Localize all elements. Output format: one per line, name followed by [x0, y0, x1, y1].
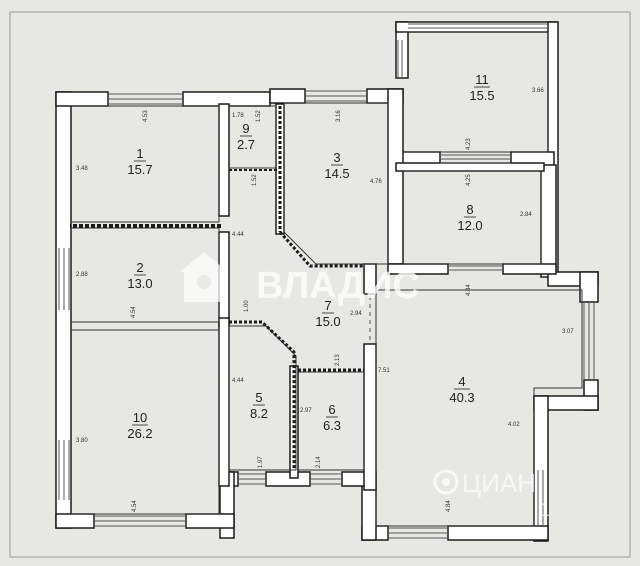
dimension-label: 1.52 — [252, 174, 258, 186]
room-8-number: 8 — [466, 202, 473, 217]
dimension-label: 2.13 — [335, 354, 341, 366]
room-5-area: 8.2 — [250, 406, 268, 421]
dimension-label: 7.51 — [378, 368, 390, 374]
dimension-label: 3.07 — [562, 329, 574, 335]
dimension-label: 4.44 — [232, 232, 244, 238]
room-2-area: 13.0 — [127, 276, 152, 291]
room-10-number: 10 — [133, 410, 147, 425]
dimension-label: 4.84 — [466, 284, 472, 296]
room-7-area: 15.0 — [315, 314, 340, 329]
dimension-label: 4.44 — [232, 378, 244, 384]
room-7-number: 7 — [324, 298, 331, 313]
room-10-area: 26.2 — [127, 426, 152, 441]
room-10-label: 10 26.2 — [127, 410, 152, 441]
room-2-number: 2 — [136, 260, 143, 275]
room-2-label: 2 13.0 — [127, 260, 152, 291]
room-8-label: 8 12.0 — [457, 202, 482, 233]
room-4-number: 4 — [458, 374, 465, 389]
dimension-label: 2.84 — [520, 212, 532, 218]
room-1-area: 15.7 — [127, 162, 152, 177]
dimension-label: 4.54 — [131, 306, 137, 318]
cian-watermark: ЦИАН 1 — [433, 468, 551, 521]
room-3-area: 14.5 — [324, 166, 349, 181]
room-labels: 1 15.7 2 13.0 3 14.5 4 40.3 5 8.2 6 6.3 — [127, 72, 494, 441]
dimension-label: 3.80 — [76, 438, 88, 444]
cian-watermark-id: 1 — [540, 499, 551, 521]
room-4-area: 40.3 — [449, 390, 474, 405]
dimension-label: 4.53 — [143, 110, 149, 122]
room-7-label: 7 15.0 — [315, 298, 340, 329]
cian-logo-icon — [433, 469, 459, 495]
room-1-label: 1 15.7 — [127, 146, 152, 177]
dimension-label: 2.97 — [300, 408, 312, 414]
room-5-number: 5 — [255, 390, 262, 405]
dimension-label: 1.97 — [258, 456, 264, 468]
dimension-label: 1.00 — [244, 300, 250, 312]
room-9-label: 9 2.7 — [237, 121, 255, 152]
dimension-label: 1.78 — [232, 113, 244, 119]
dimension-label: 3.16 — [336, 110, 342, 122]
sheet-border — [9, 11, 631, 558]
dimension-label: 2.88 — [76, 272, 88, 278]
dimension-label: 4.23 — [466, 138, 472, 150]
room-6-number: 6 — [328, 402, 335, 417]
room-9-number: 9 — [242, 121, 249, 136]
brand-watermark-text: ВЛАДИС — [256, 265, 420, 307]
dimension-label: 4.25 — [466, 174, 472, 186]
house-logo-icon — [180, 252, 228, 302]
room-3-number: 3 — [333, 150, 340, 165]
dimension-label: 4.84 — [446, 500, 452, 512]
brand-watermark: ВЛАДИС — [180, 252, 420, 307]
windows — [58, 23, 595, 539]
dimension-label: 4.76 — [370, 179, 382, 185]
room-6-label: 6 6.3 — [323, 402, 341, 433]
room-1-number: 1 — [136, 146, 143, 161]
room-4-label: 4 40.3 — [449, 374, 474, 405]
room-outlines — [70, 31, 583, 527]
room-11-area: 15.5 — [469, 88, 494, 103]
room-9-area: 2.7 — [237, 137, 255, 152]
dimension-label: 3.66 — [532, 88, 544, 94]
room-11-label: 11 15.5 — [469, 72, 494, 103]
dimension-label: 3.48 — [76, 166, 88, 172]
room-5-label: 5 8.2 — [250, 390, 268, 421]
dimension-label: 4.54 — [132, 500, 138, 512]
room-3-label: 3 14.5 — [324, 150, 349, 181]
dimension-label: 4.02 — [508, 422, 520, 428]
room-8-area: 12.0 — [457, 218, 482, 233]
dimension-label: 1.52 — [256, 110, 262, 122]
room-11-number: 11 — [475, 72, 489, 87]
cian-watermark-text: ЦИАН — [462, 468, 536, 498]
dimension-label: 2.14 — [316, 456, 322, 468]
room-6-area: 6.3 — [323, 418, 341, 433]
dimension-label: 2.94 — [350, 311, 362, 317]
dimension-labels: 4.53 3.48 1.78 1.52 3.16 4.76 1.52 3.66 … — [76, 88, 574, 512]
